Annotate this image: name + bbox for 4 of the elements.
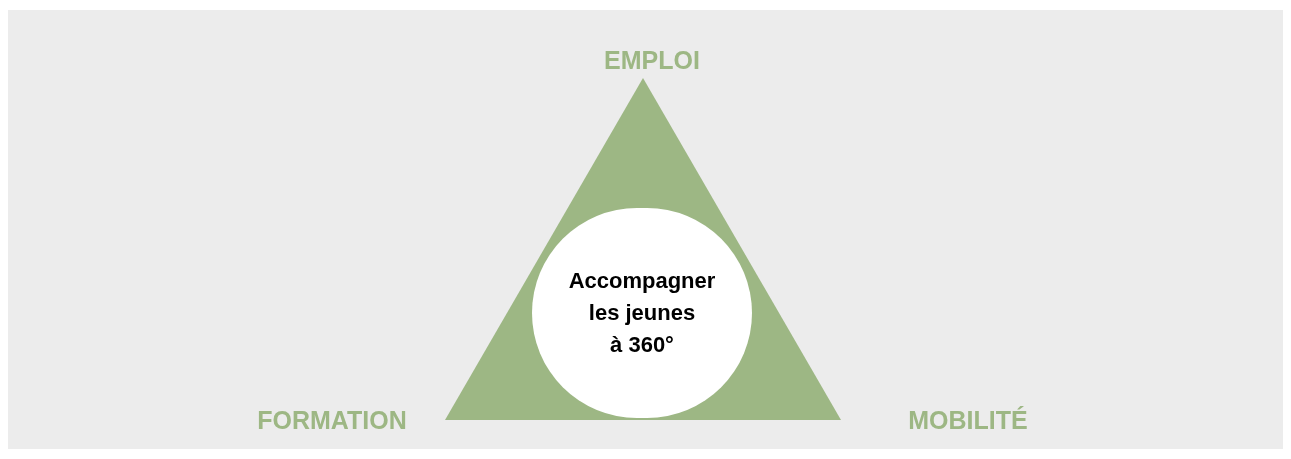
corner-label: EMPLOI <box>603 45 701 76</box>
corner-label: FORMATION <box>256 405 408 436</box>
center-text: Accompagner les jeunes à 360° <box>567 267 717 359</box>
corner-label: MOBILITÉ <box>907 405 1029 436</box>
